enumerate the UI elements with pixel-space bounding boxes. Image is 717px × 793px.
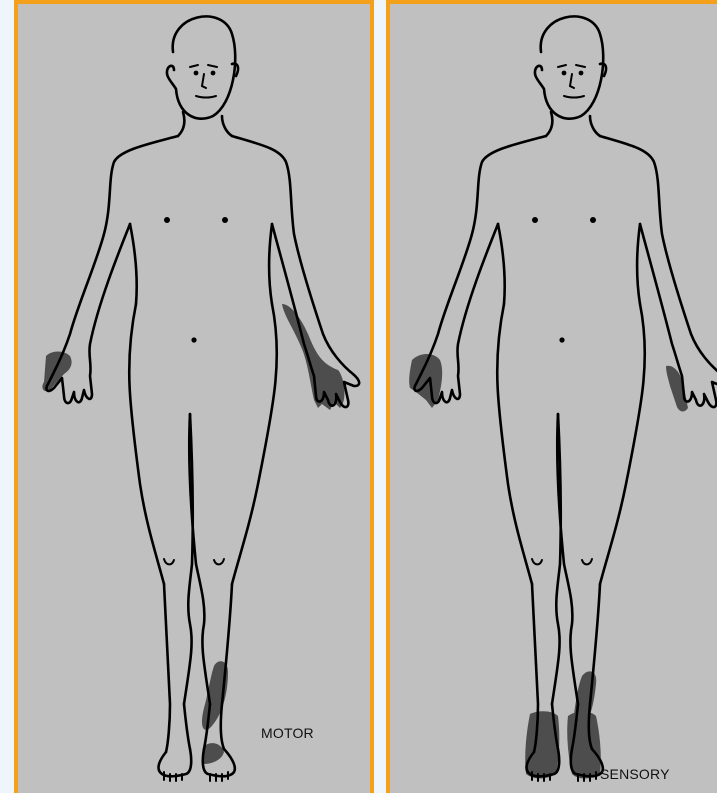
sensory-left-ulnar-hand-region (666, 366, 688, 412)
sensory-label: SENSORY (600, 766, 670, 782)
motor-panel: MOTOR (14, 0, 374, 793)
sensory-body-diagram (390, 4, 717, 793)
motor-label: MOTOR (261, 725, 314, 741)
sensory-panel: SENSORY (386, 0, 717, 793)
motor-body-diagram (18, 4, 374, 793)
motor-left-foot-region (204, 743, 224, 764)
